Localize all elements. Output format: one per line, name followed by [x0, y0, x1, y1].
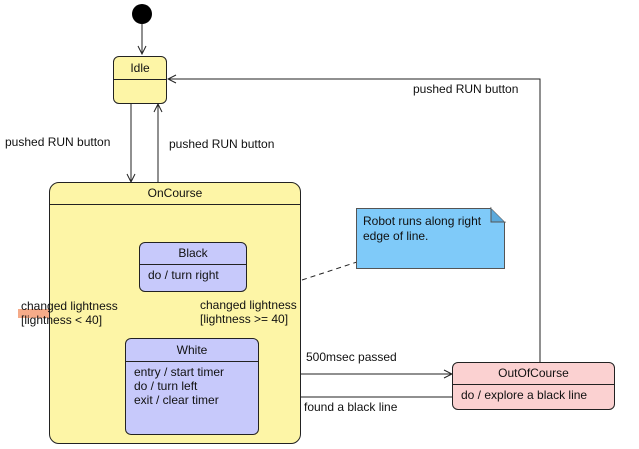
state-outofcourse[interactable]: OutOfCourse do / explore a black line: [452, 362, 615, 410]
note-text: Robot runs along right edge of line.: [363, 214, 482, 243]
label-black-to-white: changed lightness [lightness < 40]: [21, 299, 118, 327]
label-idle-to-oncourse: pushed RUN button: [5, 135, 111, 149]
state-idle-name: Idle: [114, 57, 166, 80]
state-oncourse-name: OnCourse: [50, 183, 300, 205]
state-black-activities: do / turn right: [148, 268, 219, 282]
initial-pseudostate-top: [132, 4, 152, 24]
state-white-name: White: [126, 339, 258, 362]
state-idle[interactable]: Idle: [113, 56, 167, 104]
state-white-activities: entry / start timer do / turn left exit …: [134, 365, 225, 407]
state-black-name: Black: [140, 243, 246, 265]
state-black[interactable]: Black do / turn right: [139, 242, 247, 292]
state-white[interactable]: White entry / start timer do / turn left…: [125, 338, 259, 435]
state-outofcourse-activities: do / explore a black line: [461, 388, 588, 402]
label-white-to-black: changed lightness [lightness >= 40]: [200, 298, 297, 326]
label-outofcourse-to-white: found a black line: [304, 400, 398, 414]
note[interactable]: Robot runs along right edge of line.: [356, 206, 507, 269]
outofcourse-to-idle-line: [168, 79, 541, 362]
state-outofcourse-name: OutOfCourse: [453, 363, 614, 385]
note-fold-icon: [490, 206, 507, 223]
note-anchor-line: [301, 261, 358, 281]
label-outofcourse-to-idle: pushed RUN button: [413, 82, 519, 96]
label-white-to-outofcourse: 500msec passed: [306, 350, 397, 364]
label-oncourse-to-idle: pushed RUN button: [169, 137, 275, 151]
